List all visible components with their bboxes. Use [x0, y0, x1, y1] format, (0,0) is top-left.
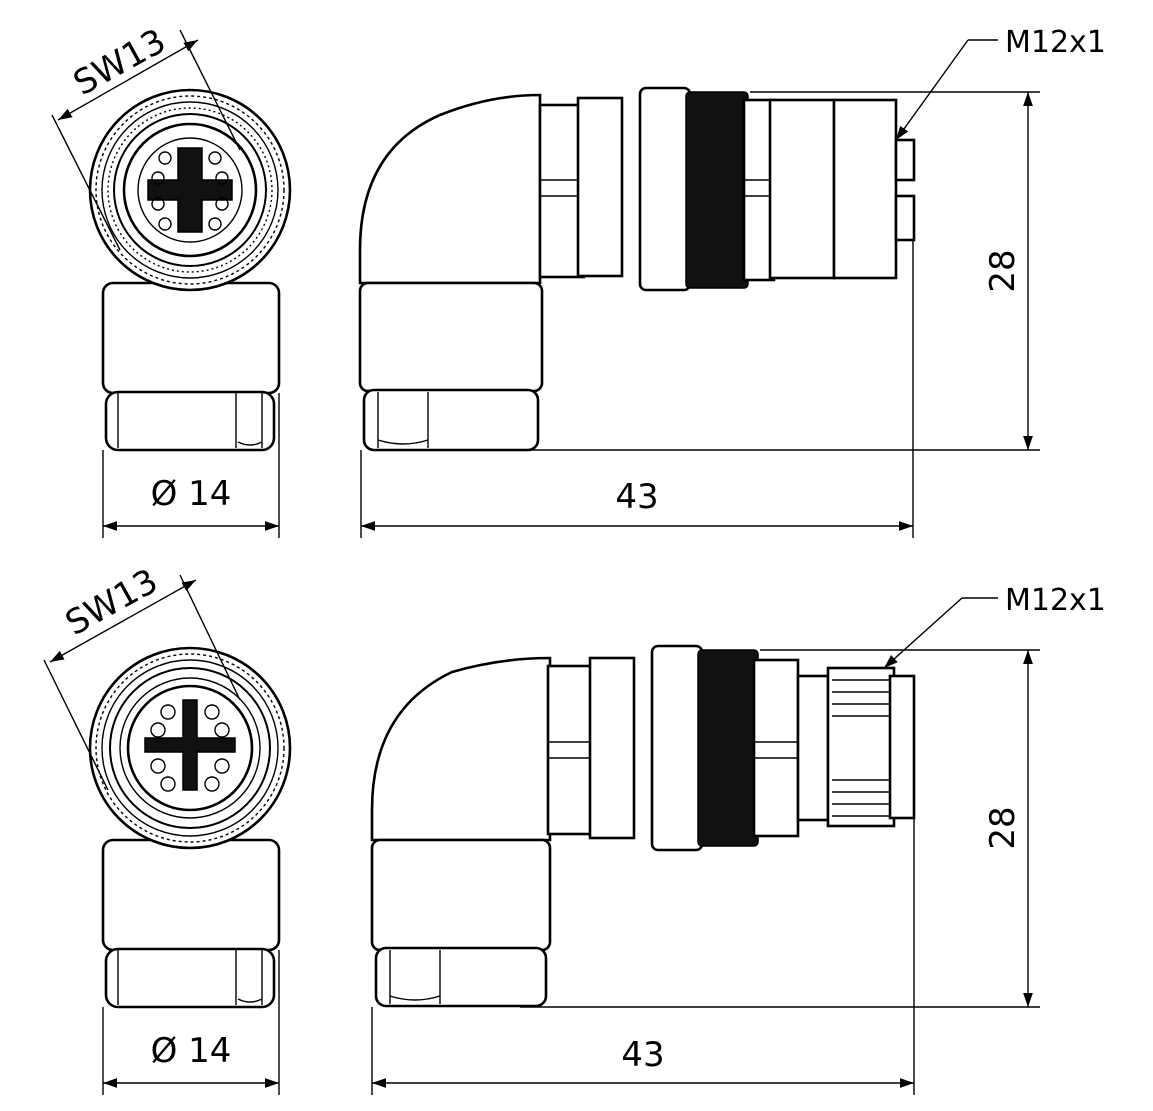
male-front-view [88, 646, 292, 1009]
male-length-label: 43 [621, 1035, 664, 1075]
male-height-dimension: 28 [520, 649, 1040, 1008]
female-height-label: 28 [983, 249, 1023, 292]
female-side-view [358, 86, 916, 452]
female-wrench-label: SW13 [67, 21, 173, 104]
male-wrench-label: SW13 [59, 561, 165, 644]
male-length-dimension: 43 [371, 818, 915, 1095]
female-diameter-dimension: Ø 14 [102, 393, 280, 538]
male-diameter-dimension: Ø 14 [102, 950, 280, 1095]
male-connector-drawing: SW13 Ø 14 [43, 561, 1106, 1095]
female-thread-callout: M12x1 [895, 25, 1106, 141]
male-diameter-label: Ø 14 [151, 1031, 232, 1071]
male-thread-callout: M12x1 [883, 583, 1106, 669]
female-diameter-label: Ø 14 [151, 474, 232, 514]
female-length-label: 43 [615, 477, 658, 517]
female-height-dimension: 28 [520, 91, 1040, 451]
female-length-dimension: 43 [360, 240, 914, 538]
female-connector-drawing: SW13 Ø 14 [51, 21, 1106, 538]
male-thread-label: M12x1 [1005, 583, 1106, 618]
female-front-view [88, 88, 292, 452]
male-side-view [370, 644, 916, 1008]
female-thread-label: M12x1 [1005, 25, 1106, 60]
male-height-label: 28 [983, 806, 1023, 849]
